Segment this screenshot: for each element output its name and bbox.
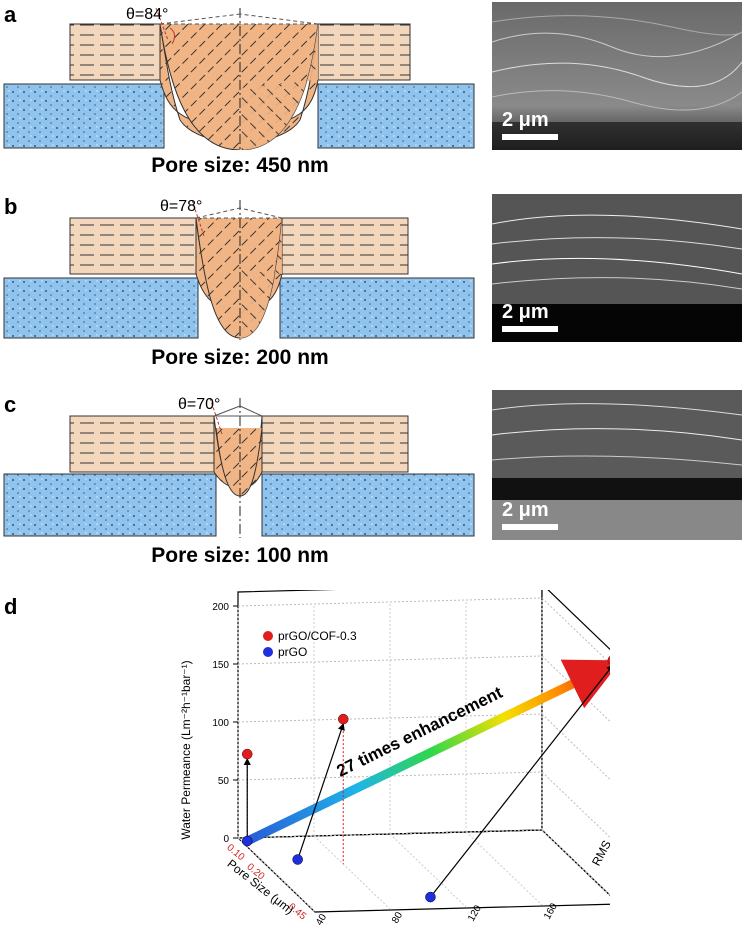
floor bbox=[236, 829, 610, 913]
panel-letter-b: b bbox=[4, 194, 18, 219]
scale-bar-c: 2 μm bbox=[502, 499, 558, 530]
cof-point-2 bbox=[607, 655, 610, 665]
legend-swatch-prgo bbox=[263, 647, 273, 657]
angle-label-b: θ=78° bbox=[160, 198, 203, 215]
z-axis-label: Water Permeance (Lm⁻²h⁻¹bar⁻¹) bbox=[179, 660, 193, 839]
legend-label-cof: prGO/COF-0.3 bbox=[278, 629, 357, 643]
y-tick-label-0: 40 bbox=[314, 912, 329, 926]
z-tick-label-1: 50 bbox=[218, 776, 230, 787]
prgo-point-0 bbox=[241, 835, 253, 847]
caption-a: Pore size: 450 nm bbox=[151, 154, 329, 177]
prgo-point-2 bbox=[425, 891, 436, 903]
enhancement-arrow bbox=[245, 659, 610, 846]
cof-point-0 bbox=[241, 748, 253, 760]
schematic-a bbox=[3, 7, 475, 150]
caption-c: Pore size: 100 nm bbox=[151, 544, 329, 567]
grid-z-right-50 bbox=[541, 771, 610, 839]
connector-1 bbox=[297, 722, 345, 860]
prgo-point-1 bbox=[292, 854, 303, 865]
sem-image-b: 2 μm bbox=[492, 194, 742, 342]
angle-label-c: θ=70° bbox=[178, 396, 221, 413]
schematic-b bbox=[3, 199, 475, 340]
panel-letter-d: d bbox=[4, 594, 18, 619]
cof-point-1 bbox=[338, 713, 349, 725]
x-axis-label: Pore Size (μm) bbox=[225, 857, 297, 917]
legend-swatch-cof bbox=[263, 631, 273, 641]
y-tick-label-3: 160 bbox=[542, 901, 560, 921]
permeance-3d-chart: 0501001502000.100.200.454080120160200Wat… bbox=[179, 590, 610, 926]
grid-floor-y-4 bbox=[541, 829, 610, 897]
grid-floor-y-3 bbox=[465, 831, 544, 907]
scale-bar-a: 2 μm bbox=[502, 109, 558, 140]
y-tick-label-2: 120 bbox=[466, 903, 484, 923]
grid-z-right-100 bbox=[541, 713, 610, 781]
caption-b: Pore size: 200 nm bbox=[151, 346, 329, 369]
scale-bar-b: 2 μm bbox=[502, 301, 558, 332]
z-tick-label-2: 100 bbox=[212, 718, 229, 729]
z-tick-label-4: 200 bbox=[212, 602, 229, 613]
grid-z-200 bbox=[237, 597, 543, 607]
panel-letter-c: c bbox=[4, 392, 17, 417]
grid-floor-y-1 bbox=[313, 835, 392, 911]
grid-floor-y-0 bbox=[237, 837, 316, 913]
panel-letter-a: a bbox=[4, 2, 17, 27]
grid-floor-y-2 bbox=[389, 833, 468, 909]
schematic-c bbox=[3, 397, 475, 538]
angle-label-a: θ=84° bbox=[126, 6, 169, 23]
connector-2 bbox=[429, 664, 610, 898]
z-tick-label-0: 0 bbox=[223, 834, 229, 845]
z-tick-label-3: 150 bbox=[212, 660, 229, 671]
sem-image-a: 2 μm bbox=[492, 2, 742, 150]
legend-label-prgo: prGO bbox=[278, 645, 307, 659]
sem-image-c: 2 μm bbox=[492, 390, 742, 540]
y-tick-label-1: 80 bbox=[390, 910, 405, 926]
